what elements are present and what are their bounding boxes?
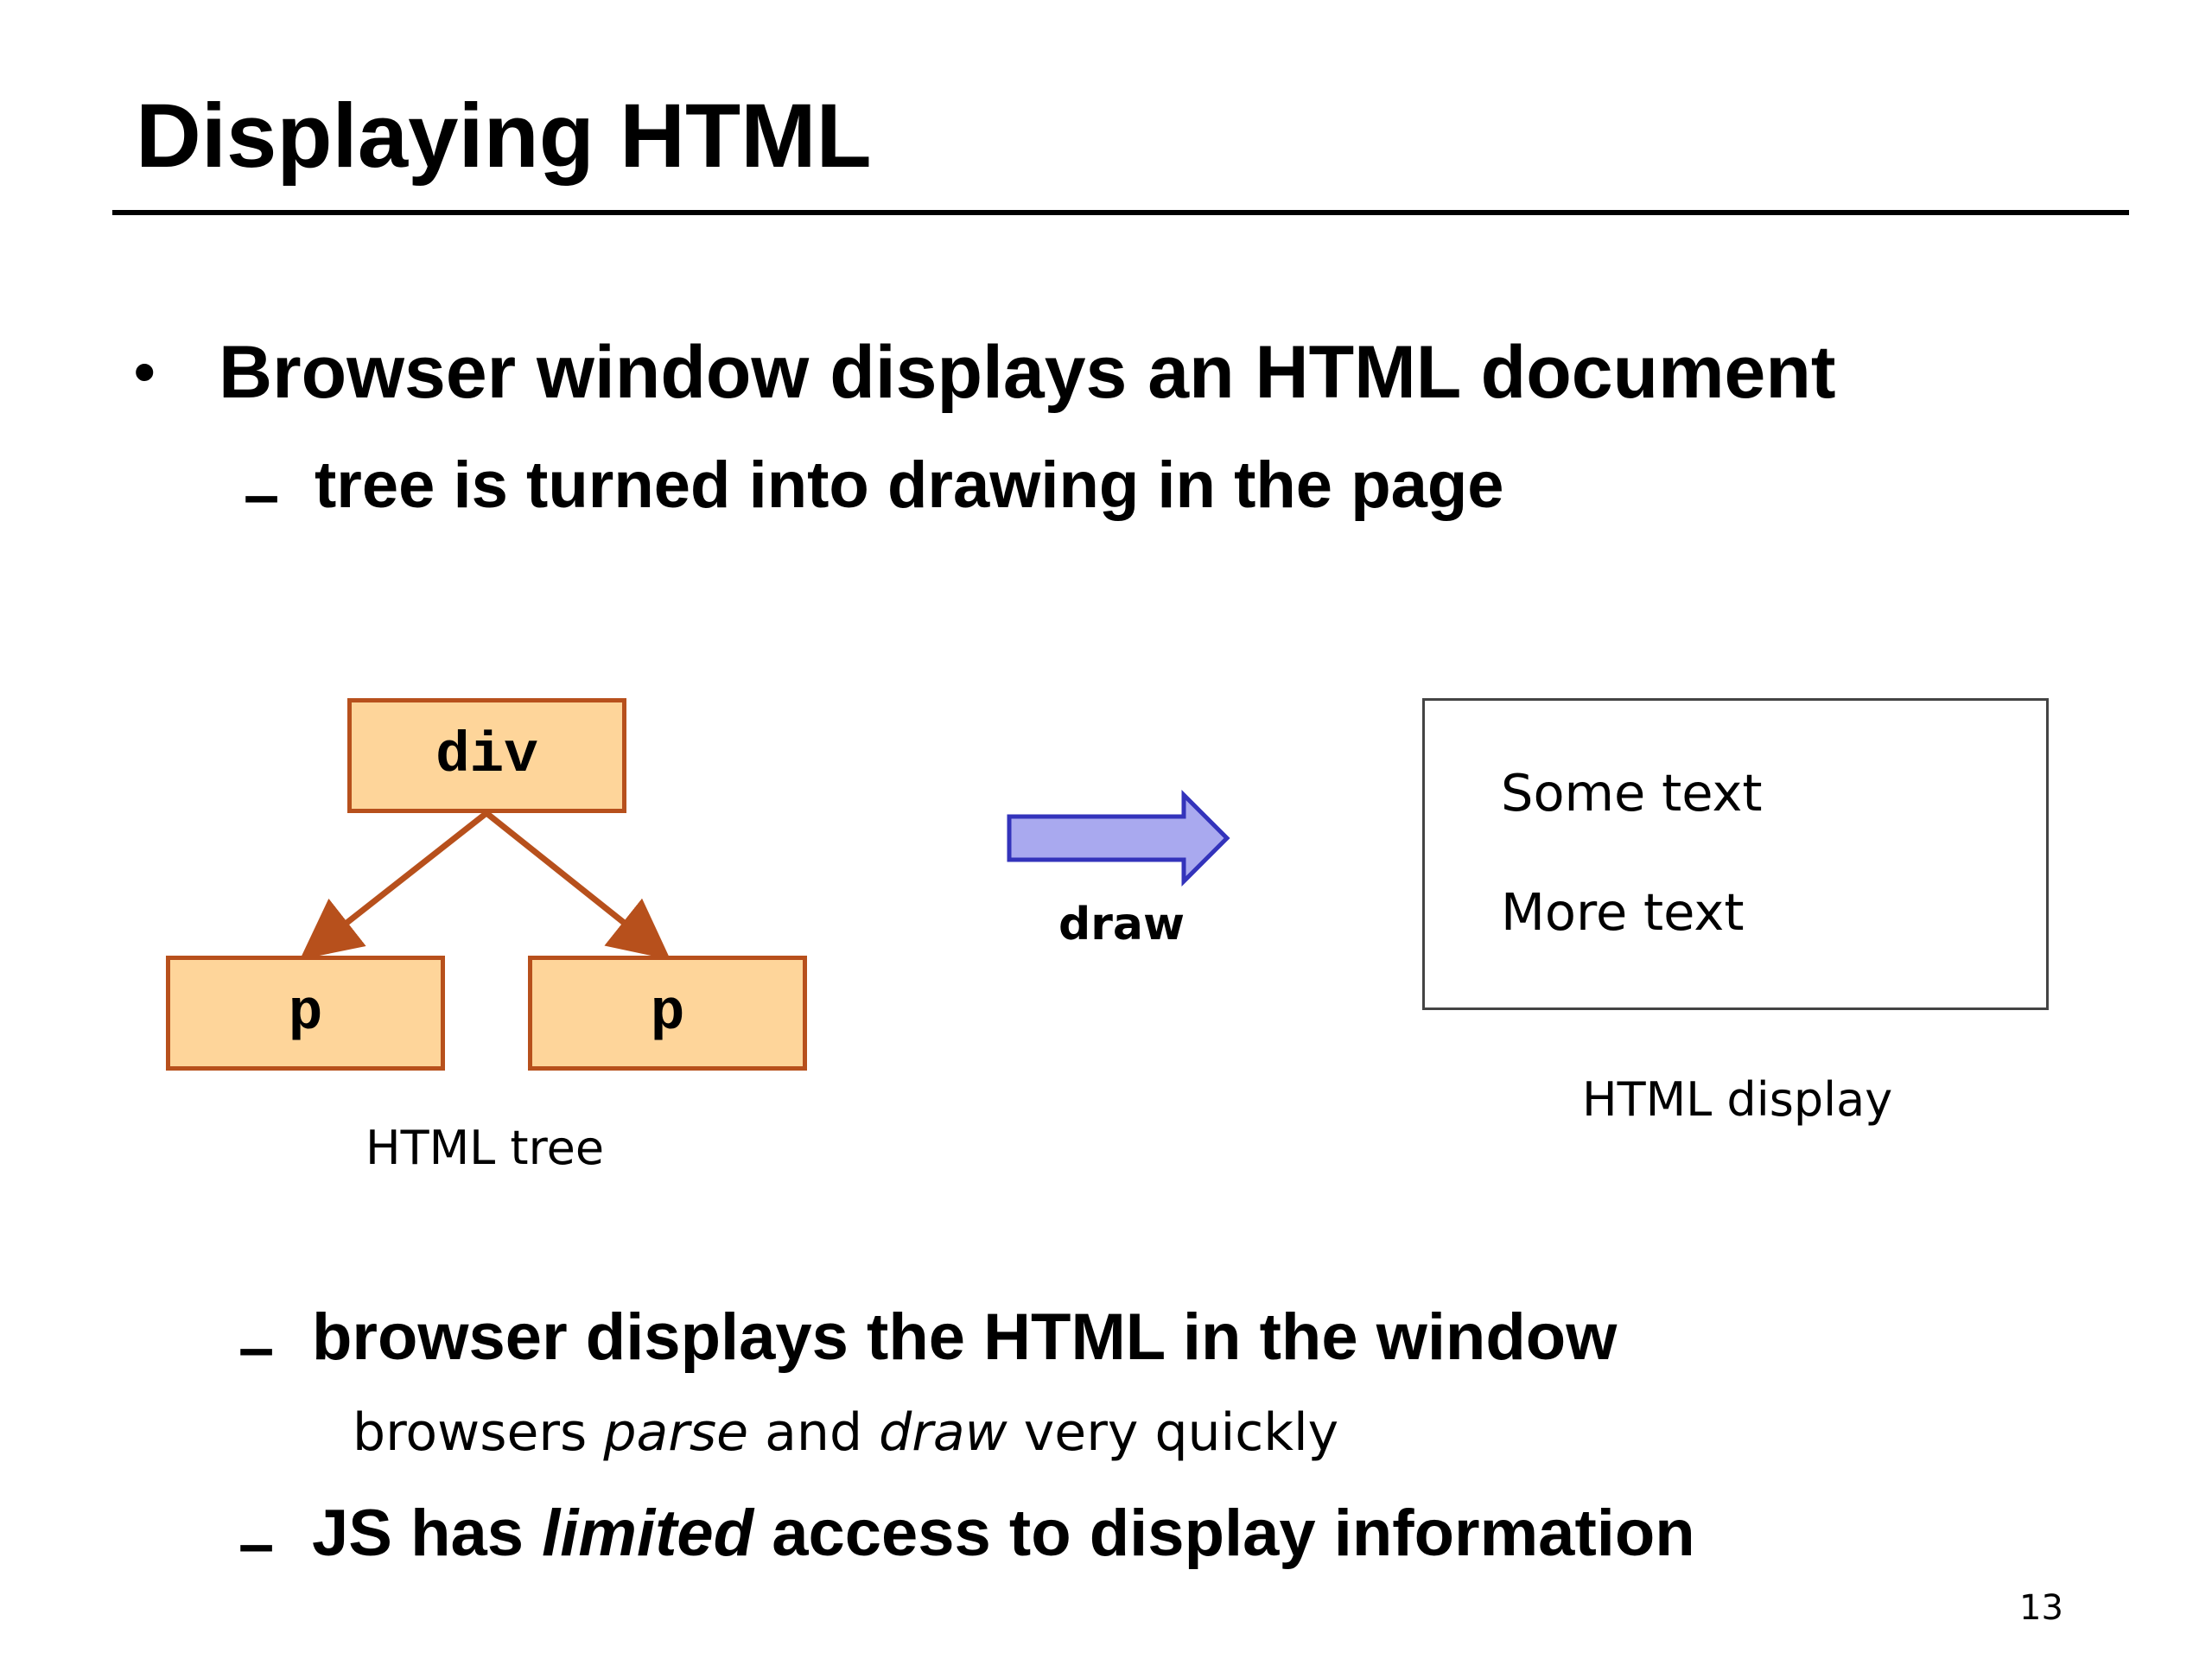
js-em-limited: limited bbox=[542, 1497, 754, 1570]
draw-label: draw bbox=[1058, 899, 1185, 950]
bullet-icon: • bbox=[134, 338, 156, 405]
sub-bullet-js: JS has limited access to display informa… bbox=[312, 1501, 1695, 1567]
tree-caption: HTML tree bbox=[365, 1121, 605, 1175]
note-text: and bbox=[748, 1402, 880, 1463]
draw-arrow-icon bbox=[1007, 789, 1230, 887]
sub-bullet-tree: tree is turned into drawing in the page bbox=[315, 448, 1504, 522]
html-display-box bbox=[1422, 698, 2049, 1010]
js-text: access to display information bbox=[753, 1497, 1695, 1570]
display-text-line: Some text bbox=[1501, 763, 1763, 823]
display-caption: HTML display bbox=[1582, 1072, 1893, 1127]
dash-icon: – bbox=[238, 1508, 275, 1580]
tree-edge-left bbox=[299, 810, 489, 960]
dash-icon: – bbox=[244, 459, 280, 531]
speed-note: browsers parse and draw very quickly bbox=[353, 1407, 1338, 1459]
tree-node-div: div bbox=[347, 698, 626, 813]
display-text-line: More text bbox=[1501, 882, 1745, 942]
tree-node-p-right: p bbox=[528, 956, 807, 1071]
note-text: browsers bbox=[353, 1402, 604, 1463]
main-bullet: Browser window displays an HTML document bbox=[219, 331, 1836, 414]
tree-node-p-left: p bbox=[166, 956, 445, 1071]
tree-edge-right bbox=[484, 810, 671, 960]
note-text: very quickly bbox=[1007, 1402, 1339, 1463]
title-underline bbox=[112, 210, 2129, 215]
sub-bullet-browser: browser displays the HTML in the window bbox=[312, 1300, 1618, 1374]
page-number: 13 bbox=[2019, 1588, 2063, 1628]
slide-title: Displaying HTML bbox=[136, 86, 872, 187]
note-em-parse: parse bbox=[603, 1402, 749, 1463]
note-em-draw: draw bbox=[879, 1402, 1007, 1463]
js-text: JS has bbox=[312, 1497, 543, 1570]
dash-icon: – bbox=[238, 1312, 275, 1383]
